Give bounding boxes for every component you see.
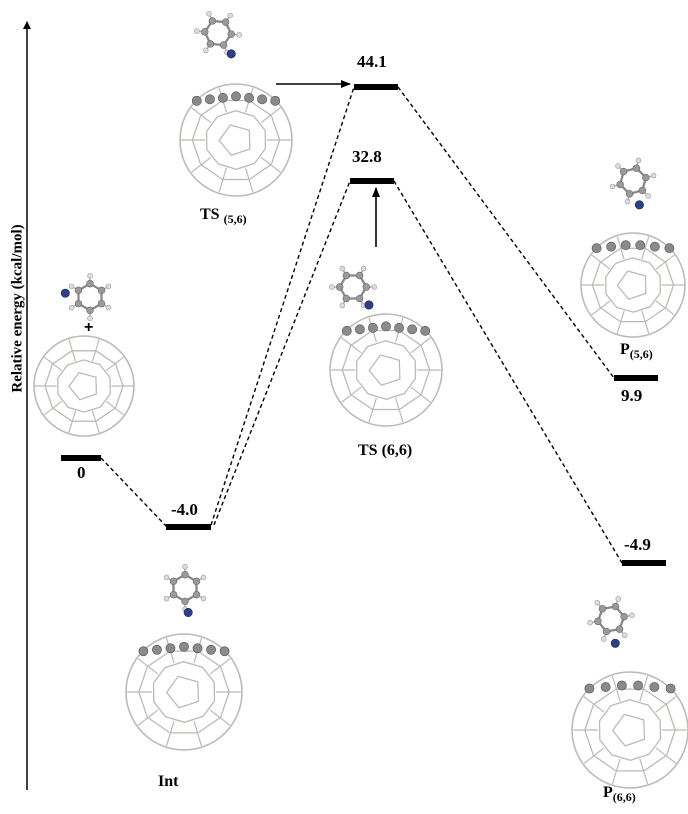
connector-ts56-p56 bbox=[397, 86, 615, 379]
fullerene-icon-ts56 bbox=[179, 83, 293, 197]
connector-reactants-int bbox=[100, 457, 168, 528]
aniline-icon-p56 bbox=[609, 157, 657, 210]
connector-int-ts56 bbox=[210, 86, 355, 526]
y-axis-label: Relative energy (kcal/mol) bbox=[9, 224, 26, 393]
aniline-icon-int bbox=[163, 563, 207, 617]
value-label-ts66: 32.8 bbox=[352, 147, 382, 166]
value-label-p66: -4.9 bbox=[624, 535, 651, 554]
species-label-ts56: TS (5,6) bbox=[200, 206, 247, 227]
aniline-icon-reactant bbox=[60, 272, 112, 322]
fullerene-icon-reactant bbox=[33, 335, 135, 437]
fullerene-icon-int bbox=[125, 633, 243, 751]
connector-ts66-p66 bbox=[393, 180, 623, 564]
aniline-icon-p66 bbox=[587, 596, 635, 648]
value-label-reactants: 0 bbox=[77, 463, 86, 482]
species-label-p56: P(5,6) bbox=[620, 341, 653, 362]
aniline-icon-ts56 bbox=[194, 10, 242, 59]
fullerene-icon-p56 bbox=[580, 232, 686, 338]
species-label-p66: P(6,6) bbox=[603, 784, 636, 805]
value-label-int: -4.0 bbox=[171, 500, 198, 519]
value-label-ts56: 44.1 bbox=[357, 52, 387, 71]
species-label-ts66: TS (6,6) bbox=[358, 442, 413, 459]
fullerene-icon-ts66 bbox=[329, 313, 443, 427]
fullerene-icon-p66 bbox=[571, 671, 688, 789]
aniline-icon-ts66 bbox=[328, 265, 378, 310]
species-label-int: Int bbox=[158, 773, 179, 790]
value-label-p56: 9.9 bbox=[621, 386, 643, 405]
connector-lines bbox=[100, 86, 623, 564]
plus-sign: + bbox=[84, 319, 94, 336]
connector-int-ts66 bbox=[213, 180, 351, 526]
energy-levels bbox=[61, 84, 666, 566]
